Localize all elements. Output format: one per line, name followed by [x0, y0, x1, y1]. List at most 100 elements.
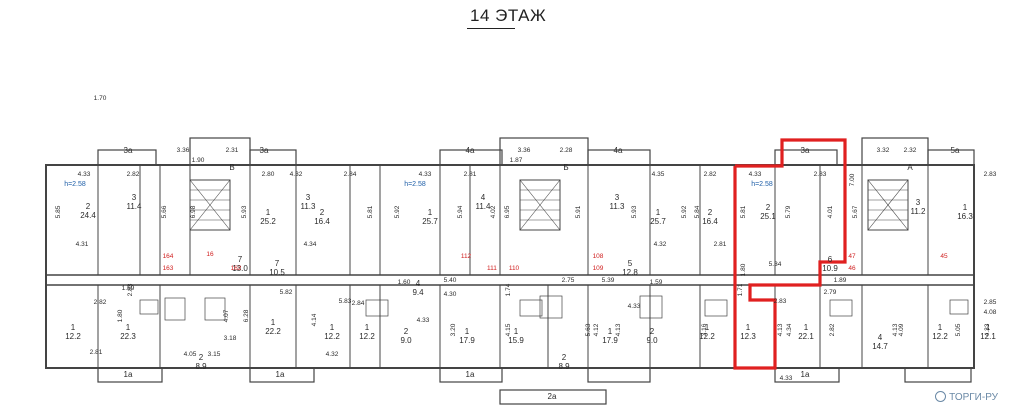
axis-mark: 163: [163, 265, 174, 272]
room-area: 22.3: [120, 332, 136, 341]
dimension-label: 1.90: [192, 157, 205, 164]
dimension-label: 5.34: [769, 261, 782, 268]
dimension-label: 1.71: [737, 283, 744, 296]
dimension-label: 3.32: [877, 147, 890, 154]
room-number: 1: [986, 323, 991, 332]
dimension-label: 1.70: [94, 95, 107, 102]
dimension-label: 4.02: [490, 205, 497, 218]
balcony-outline: [97, 367, 163, 383]
dimension-label: 2.80: [262, 171, 275, 178]
bathroom: [539, 295, 563, 319]
room-area: 11.3: [301, 202, 317, 211]
axis-mark: 46: [848, 265, 856, 272]
balcony-outline: [904, 367, 972, 383]
axis-mark: 45: [940, 253, 948, 260]
dimension-label: 1.80: [740, 263, 747, 276]
room-number: 2: [86, 202, 91, 211]
balcony-label: 2а: [548, 392, 557, 401]
room-number: 1: [656, 208, 661, 217]
dimension-label: 2.82: [704, 171, 717, 178]
balcony-outline: [439, 367, 503, 383]
dimension-label: 4.33: [628, 303, 641, 310]
dimension-label: 2.31: [226, 147, 239, 154]
room-area: 22.2: [265, 327, 281, 336]
room-number: 3: [306, 193, 311, 202]
room-number: 4: [416, 279, 421, 288]
dimension-label: 4.32: [326, 351, 339, 358]
room-area: 12.1: [980, 332, 996, 341]
stair-cross: [867, 179, 909, 231]
dimension-label: 5.84: [694, 205, 701, 218]
room-area: 11.4: [476, 202, 492, 211]
room-area: 9.4: [412, 288, 424, 297]
room-area: 25.2: [260, 217, 276, 226]
room-number: 1: [266, 208, 271, 217]
balcony-outline: [587, 367, 651, 383]
room-area: 16.3: [957, 212, 973, 221]
dimension-label: 1.89: [834, 277, 847, 284]
room-number: 4: [481, 193, 486, 202]
bathroom: [639, 295, 663, 319]
axis-mark: 112: [461, 253, 472, 260]
room-number: 2: [708, 208, 713, 217]
dimension-label: 2.85: [984, 299, 997, 306]
room-number: 2: [562, 353, 567, 362]
dimension-label: 3.18: [224, 335, 237, 342]
ceiling-height-label: h=2.58: [64, 181, 86, 188]
dimension-label: 2.79: [824, 289, 837, 296]
dimension-label: 5.93: [631, 205, 638, 218]
balcony-label: 1а: [801, 370, 810, 379]
stair-cross: [519, 179, 561, 231]
dimension-label: 2.81: [464, 171, 477, 178]
stair-mark: В: [229, 163, 234, 172]
room-number: 1: [705, 323, 710, 332]
balcony-outline: [499, 389, 607, 405]
bay-outline: [927, 149, 975, 166]
dimension-label: 4.13: [615, 323, 622, 336]
room-area: 11.3: [610, 202, 626, 211]
dimension-label: 5.81: [740, 205, 747, 218]
bay-outline: [774, 149, 838, 166]
room-number: 3: [916, 198, 921, 207]
dimension-label: 3.20: [450, 323, 457, 336]
dimension-label: 4.31: [76, 241, 89, 248]
room-area: 12.2: [359, 332, 375, 341]
dimension-label: 4.32: [654, 241, 667, 248]
room-area: 13.0: [232, 264, 248, 273]
axis-mark: 109: [593, 265, 604, 272]
room-number: 3: [132, 193, 137, 202]
dimension-label: 5.85: [55, 205, 62, 218]
dimension-label: 6.98: [190, 205, 197, 218]
room-number: 1: [746, 323, 751, 332]
bathroom: [204, 297, 226, 321]
room-area: 8.9: [195, 362, 207, 371]
axis-mark: 162: [231, 265, 242, 272]
room-area: 9.0: [646, 336, 658, 345]
dimension-label: 5.93: [241, 205, 248, 218]
dimension-label: 4.33: [749, 171, 762, 178]
room-number: 1: [608, 327, 613, 336]
dimension-label: 5.83: [339, 298, 352, 305]
dimension-label: 4.12: [593, 323, 600, 336]
dimension-label: 4.14: [311, 313, 318, 326]
room-area: 10.5: [269, 268, 285, 277]
axis-mark: 47: [848, 253, 856, 260]
room-area: 17.9: [459, 336, 475, 345]
stairwell: [189, 179, 231, 231]
stair-cross: [189, 179, 231, 231]
room-area: 12.2: [65, 332, 81, 341]
balcony-label: 4а: [614, 146, 623, 155]
bathroom: [829, 299, 853, 317]
room-area: 24.4: [80, 211, 96, 220]
ceiling-height-label: h=2.58: [751, 181, 773, 188]
bathroom: [704, 299, 728, 317]
bathroom: [139, 299, 159, 315]
title-underline: [467, 28, 515, 29]
bathroom: [365, 299, 389, 317]
room-number: 1: [428, 208, 433, 217]
balcony-label: 1а: [276, 370, 285, 379]
dimension-label: 1.69: [122, 285, 135, 292]
room-number: 3: [615, 193, 620, 202]
